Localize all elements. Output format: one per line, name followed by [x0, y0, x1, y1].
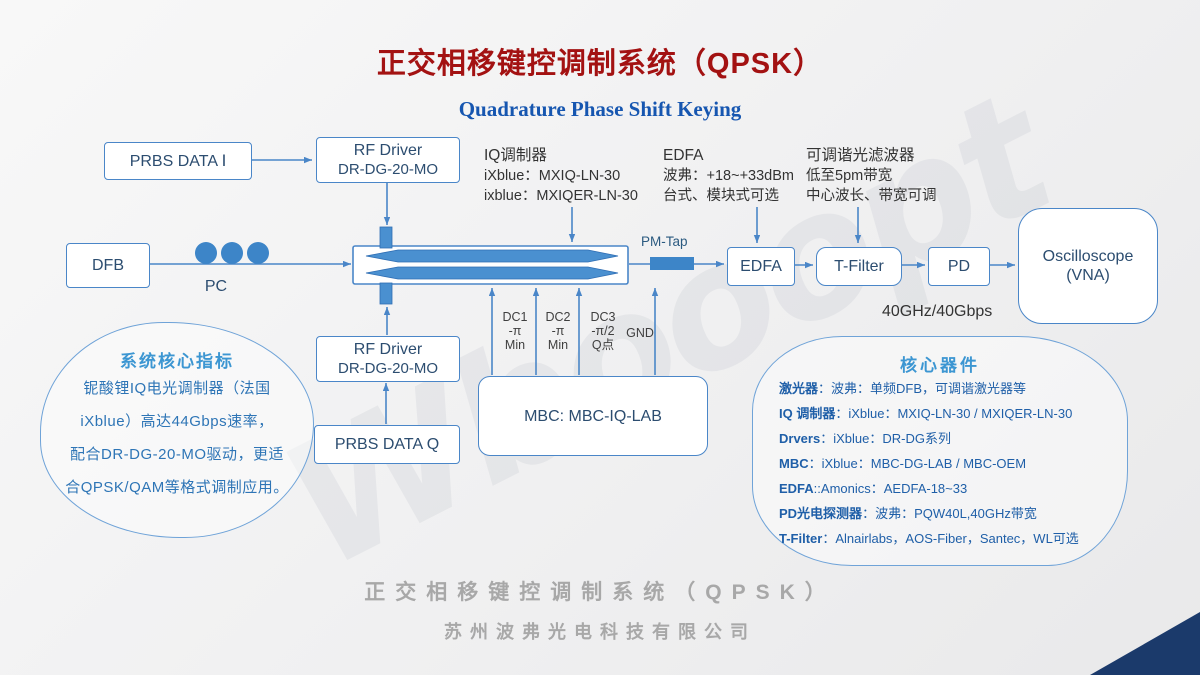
annotation-edfa-line1: EDFA — [663, 147, 704, 164]
polarization-controller — [195, 242, 269, 264]
component-item-drivers-label: Drvers — [779, 431, 821, 446]
annotation-iq-line1: IQ调制器 — [484, 147, 547, 164]
block-t-filter-label: T-Filter — [834, 258, 884, 275]
dc2-line2: -π — [551, 324, 565, 338]
component-item-drivers: Drvers：iXblue：DR-DG系列 — [779, 426, 1127, 451]
annotation-tunable-filter: 可调谐光滤波器 低至5pm带宽 中心波长、带宽可调 — [806, 146, 937, 206]
annotation-filter-line3: 中心波长、带宽可调 — [806, 188, 937, 204]
component-item-iq-label: IQ 调制器 — [779, 406, 836, 421]
block-prbs-data-i: PRBS DATA Ⅰ — [104, 142, 252, 180]
speed-label: 40GHz/40Gbps — [882, 303, 993, 320]
dc1-line1: DC1 — [502, 310, 528, 324]
component-item-pd-text: ：波弗：PQW40L,40GHz带宽 — [862, 506, 1037, 521]
page-subtitle: Quadrature Phase Shift Keying — [458, 97, 742, 121]
component-item-mbc: MBC：iXblue：MBC-DG-LAB / MBC-OEM — [779, 451, 1127, 476]
panel-system-metrics: 系统核心指标 铌酸锂IQ电光调制器（法国 iXblue）高达44Gbps速率， … — [40, 322, 314, 538]
annotation-edfa-line3: 台式、模块式可选 — [663, 188, 779, 204]
block-pd: PD — [928, 247, 990, 286]
dc1-line3: Min — [504, 338, 526, 352]
footer-system-name: 正交相移键控调制系统（QPSK） — [364, 581, 836, 604]
mzm-arm-lower — [365, 266, 619, 280]
footer-company-name: 苏州波弗光电科技有限公司 — [444, 622, 756, 642]
annotation-edfa-line2: 波弗：+18~+33dBm — [663, 168, 794, 184]
component-item-tfilter-text: ：Alnairlabs，AOS-Fiber，Santec，WL可选 — [822, 531, 1079, 546]
dc3-label: DC3 -π/2 Q点 — [584, 310, 622, 352]
block-rf-driver-bottom: RF Driver DR-DG-20-MO — [316, 336, 460, 382]
panel-system-metrics-title: 系统核心指标 — [120, 352, 234, 371]
component-item-tfilter-label: T-Filter — [779, 531, 823, 546]
rf-driver-top-line2: DR-DG-20-MO — [338, 161, 438, 178]
block-mbc-label: MBC: MBC-IQ-LAB — [524, 407, 662, 425]
iq-modulator — [352, 226, 629, 305]
block-oscilloscope: Oscilloscope (VNA) — [1018, 208, 1158, 324]
block-dfb-label: DFB — [92, 257, 124, 274]
rf-driver-top-line1: RF Driver — [353, 142, 423, 159]
annotation-iq-modulator: IQ调制器 iXblue：MXIQ-LN-30 ixblue：MXIQER-LN… — [484, 146, 638, 206]
system-metrics-line2: iXblue）高达44Gbps速率， — [80, 413, 274, 430]
component-item-pd-label: PD光电探测器 — [779, 506, 863, 521]
panel-core-components: 核心器件 激光器：波弗：单频DFB，可调谐激光器等 IQ 调制器：iXblue：… — [752, 336, 1128, 566]
component-item-edfa-label: EDFA — [779, 481, 814, 496]
block-edfa-label: EDFA — [740, 258, 782, 275]
component-item-edfa-text: ::Amonics：AEDFA-18~33 — [813, 481, 968, 496]
block-t-filter: T-Filter — [816, 247, 902, 286]
component-item-laser-label: 激光器 — [779, 381, 819, 396]
annotation-iq-line3: ixblue：MXIQER-LN-30 — [484, 188, 638, 204]
component-item-mbc-label: MBC — [779, 456, 809, 471]
pm-tap — [650, 257, 694, 270]
rf-electrode-bottom — [379, 282, 393, 305]
block-dfb: DFB — [66, 243, 150, 288]
annotation-filter-line2: 低至5pm带宽 — [806, 168, 893, 184]
oscilloscope-line2: (VNA) — [1066, 267, 1110, 284]
component-item-mbc-text: ：iXblue：MBC-DG-LAB / MBC-OEM — [808, 456, 1027, 471]
system-metrics-line3: 配合DR-DG-20-MO驱动，更适 — [70, 446, 284, 463]
annotation-iq-line2: iXblue：MXIQ-LN-30 — [484, 168, 621, 184]
block-mbc: MBC: MBC-IQ-LAB — [478, 376, 708, 456]
block-pd-label: PD — [947, 258, 971, 275]
block-edfa: EDFA — [727, 247, 795, 286]
dc2-line1: DC2 — [545, 310, 571, 324]
dc1-label: DC1 -π Min — [498, 310, 532, 352]
dc1-line2: -π — [508, 324, 522, 338]
panel-core-components-title: 核心器件 — [900, 356, 980, 375]
block-prbs-data-i-label: PRBS DATA Ⅰ — [129, 152, 227, 170]
gnd-text: GND — [626, 326, 654, 340]
dc3-line3: Q点 — [591, 338, 615, 352]
dc2-line3: Min — [547, 338, 569, 352]
system-metrics-line1: 铌酸锂IQ电光调制器（法国 — [83, 380, 271, 397]
component-item-edfa: EDFA::Amonics：AEDFA-18~33 — [779, 476, 1127, 501]
component-item-pd: PD光电探测器：波弗：PQW40L,40GHz带宽 — [779, 501, 1127, 526]
component-item-laser: 激光器：波弗：单频DFB，可调谐激光器等 — [779, 376, 1127, 401]
pc-label: PC — [204, 278, 228, 295]
dc3-line1: DC3 — [590, 310, 616, 324]
rf-driver-bottom-line1: RF Driver — [353, 341, 423, 358]
annotation-edfa: EDFA 波弗：+18~+33dBm 台式、模块式可选 — [663, 146, 794, 206]
dc2-label: DC2 -π Min — [541, 310, 575, 352]
component-item-iq-modulator: IQ 调制器：iXblue：MXIQ-LN-30 / MXIQER-LN-30 — [779, 401, 1127, 426]
rf-electrode-top — [379, 226, 393, 249]
annotation-filter-line1: 可调谐光滤波器 — [806, 147, 915, 164]
block-prbs-data-q-label: PRBS DATA Q — [334, 436, 440, 453]
component-item-tfilter: T-Filter：Alnairlabs，AOS-Fiber，Santec，WL可… — [779, 526, 1127, 551]
mzm-arm-upper — [365, 249, 619, 263]
dc3-line2: -π/2 — [591, 324, 615, 338]
component-item-drivers-text: ：iXblue：DR-DG系列 — [820, 431, 951, 446]
system-metrics-line4: 合QPSK/QAM等格式调制应用。 — [65, 479, 289, 496]
rf-driver-bottom-line2: DR-DG-20-MO — [338, 360, 438, 377]
block-prbs-data-q: PRBS DATA Q — [314, 425, 460, 464]
block-rf-driver-top: RF Driver DR-DG-20-MO — [316, 137, 460, 183]
oscilloscope-line1: Oscilloscope — [1042, 248, 1134, 265]
gnd-label: GND — [622, 326, 658, 340]
component-item-iq-text: ：iXblue：MXIQ-LN-30 / MXIQER-LN-30 — [835, 406, 1073, 421]
component-item-laser-text: ：波弗：单频DFB，可调谐激光器等 — [818, 381, 1027, 396]
pm-tap-label: PM-Tap — [641, 234, 688, 249]
page-title: 正交相移键控调制系统（QPSK） — [376, 48, 824, 80]
